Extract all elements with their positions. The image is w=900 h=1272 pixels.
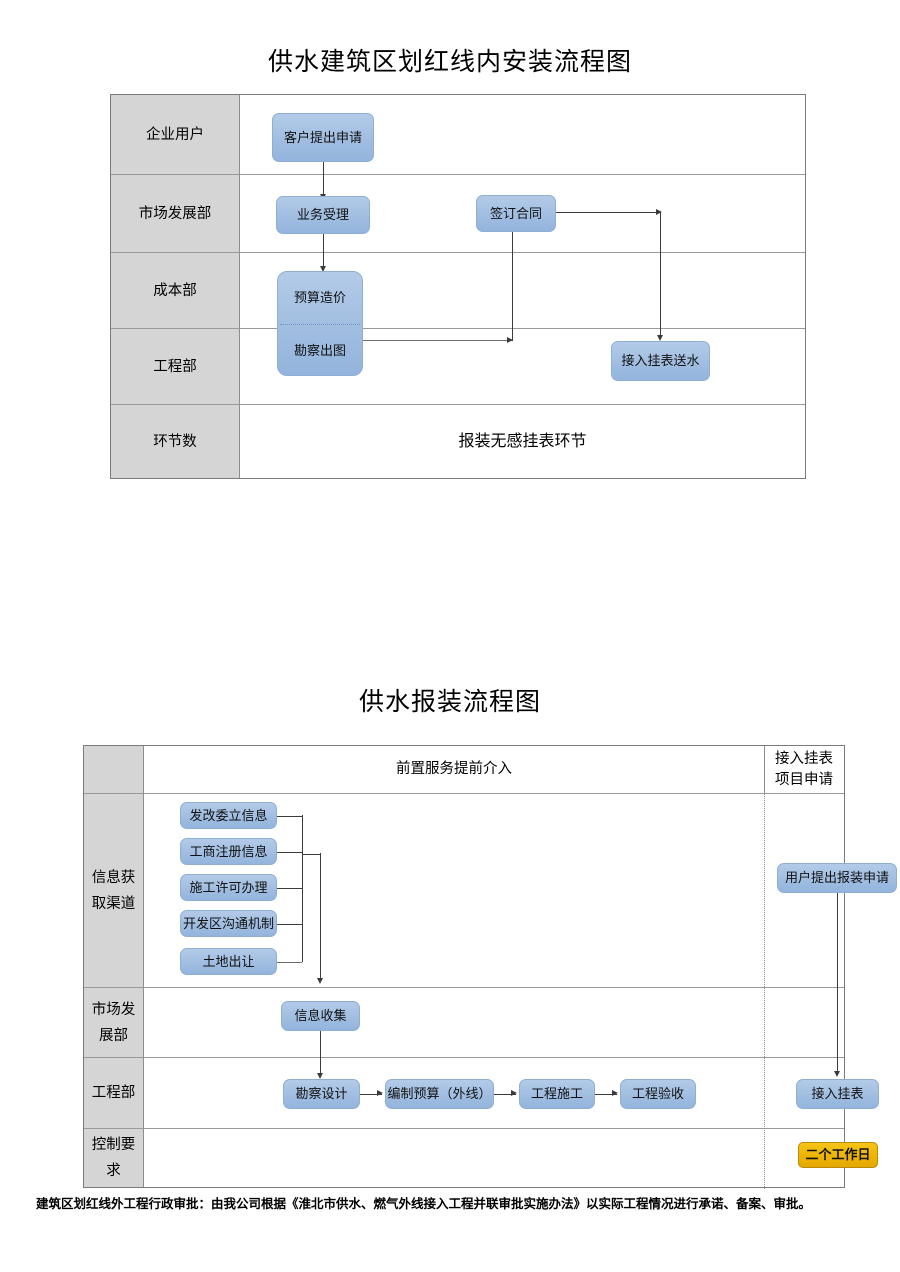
node-meter-connection[interactable]: 接入挂表 [796, 1079, 879, 1109]
connector-contract-to-connect-v [660, 212, 661, 337]
connector-channel-stub [277, 815, 302, 817]
connector-design-to-estimate [360, 1093, 382, 1095]
header-column-divider [764, 746, 765, 794]
connector-accept-to-budget [323, 223, 324, 268]
connector-channel-stub [277, 961, 302, 963]
connector-contract-to-connect-h [556, 212, 661, 213]
node-project-acceptance[interactable]: 工程验收 [620, 1079, 696, 1109]
connector-survey-to-contract-h [363, 340, 513, 341]
arrowhead-right [507, 336, 513, 343]
connector-survey-to-contract-v [512, 222, 513, 341]
node-land-transfer[interactable]: 土地出让 [180, 948, 277, 975]
node-connect-meter-supply[interactable]: 接入挂表送水 [611, 341, 710, 381]
node-construction-permit[interactable]: 施工许可办理 [180, 874, 277, 901]
arrowhead-right [511, 1090, 517, 1096]
connector-collect-to-design [320, 1031, 321, 1075]
connector-apply-to-accept [323, 162, 324, 196]
node-info-collection[interactable]: 信息收集 [281, 1001, 360, 1031]
table-row: 市场发 展部 [84, 988, 844, 1058]
section-divider-dotted [764, 794, 765, 1189]
connector-trunk-vertical [320, 853, 321, 980]
connector-estimate-to-construct [494, 1093, 516, 1095]
node-construction[interactable]: 工程施工 [519, 1079, 595, 1109]
row-body-control-requirement [144, 1129, 844, 1187]
table-row: 企业用户 [111, 95, 805, 175]
header-body: 前置服务提前介入 接入挂表 项目申请 [144, 746, 844, 794]
row-label-market-dev-dept: 市场发 展部 [84, 988, 144, 1057]
table-row: 工程部 [111, 329, 805, 405]
arrowhead-down [319, 266, 326, 272]
node-group-divider [280, 324, 360, 325]
node-budget-survey-group[interactable]: 预算造价 勘察出图 [277, 271, 363, 376]
diagram2-table: 前置服务提前介入 接入挂表 项目申请 信息获 取渠道 市场发 展部 工程部 控制… [83, 745, 897, 1189]
row-label-engineering-dept: 工程部 [111, 329, 240, 404]
node-two-working-days[interactable]: 二个工作日 [798, 1142, 878, 1168]
node-user-apply-installation[interactable]: 用户提出报装申请 [777, 863, 897, 893]
node-budget-outside-line[interactable]: 编制预算（外线） [385, 1079, 494, 1109]
connector-channel-stub [277, 923, 302, 925]
row-label-enterprise-user: 企业用户 [111, 95, 240, 174]
connector-bus-to-trunk [302, 853, 320, 855]
node-customer-apply[interactable]: 客户提出申请 [272, 113, 374, 162]
arrowhead-down [316, 1073, 323, 1079]
diagram1-summary-text: 报装无感挂表环节 [458, 433, 587, 450]
row-label-engineering-dept: 工程部 [84, 1058, 144, 1128]
arrowhead-down [316, 978, 323, 984]
node-dev-zone-communication[interactable]: 开发区沟通机制 [180, 910, 277, 937]
diagram2-title: 供水报装流程图 [358, 689, 541, 716]
row-label-market-dev-dept: 市场发展部 [111, 175, 240, 252]
diagram1-table: 企业用户 市场发展部 成本部 工程部 环节数 报装无感挂表环节 [110, 94, 806, 479]
arrowhead-right [612, 1090, 618, 1096]
header-preservice-text: 前置服务提前介入 [396, 761, 512, 777]
table-row-header: 前置服务提前介入 接入挂表 项目申请 [84, 746, 844, 794]
connector-channel-stub [277, 887, 302, 889]
footnote-text: 建筑区划红线外工程行政审批：由我公司根据《淮北市供水、燃气外线接入工程并联审批实… [36, 1197, 812, 1211]
row-body-step-count: 报装无感挂表环节 [240, 405, 805, 478]
node-sign-contract[interactable]: 签订合同 [476, 195, 556, 232]
table-row: 市场发展部 [111, 175, 805, 253]
arrowhead-down [833, 1071, 840, 1077]
table-row: 工程部 [84, 1058, 844, 1129]
arrowhead-right [656, 208, 662, 215]
table-row: 环节数 报装无感挂表环节 [111, 405, 805, 478]
row-label-step-count: 环节数 [111, 405, 240, 478]
node-business-registration-info[interactable]: 工商注册信息 [180, 838, 277, 865]
connector-channel-stub [277, 851, 302, 853]
header-label-empty [84, 746, 144, 793]
row-label-cost-dept: 成本部 [111, 253, 240, 328]
diagram1-title: 供水建筑区划红线内安装流程图 [267, 49, 632, 76]
connector-user-apply-to-meter [837, 893, 838, 1073]
node-survey-drawing[interactable]: 勘察出图 [293, 343, 346, 358]
row-label-info-channels: 信息获 取渠道 [84, 794, 144, 987]
table-row: 成本部 [111, 253, 805, 329]
arrowhead-down [656, 335, 663, 341]
node-business-accept[interactable]: 业务受理 [276, 196, 370, 234]
node-ndrc-filing-info[interactable]: 发改委立信息 [180, 802, 277, 829]
table-row: 控制要 求 [84, 1129, 844, 1187]
node-survey-design[interactable]: 勘察设计 [283, 1079, 360, 1109]
row-label-control-requirement: 控制要 求 [84, 1129, 144, 1187]
node-budget-estimate[interactable]: 预算造价 [293, 290, 346, 305]
table-row: 信息获 取渠道 [84, 794, 844, 988]
header-meter-project-text: 接入挂表 项目申请 [775, 750, 833, 788]
connector-construct-to-inspect [595, 1093, 617, 1095]
row-body-market-dev-dept [144, 988, 844, 1057]
connector-channel-bus [302, 815, 303, 962]
arrowhead-right [377, 1090, 383, 1096]
